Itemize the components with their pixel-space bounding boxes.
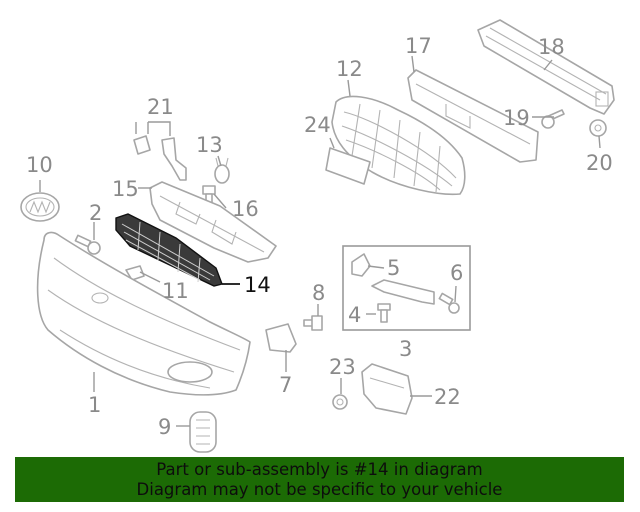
callout-21: 21	[147, 95, 174, 119]
banner-line-1: Part or sub-assembly is #14 in diagram	[156, 460, 483, 479]
part-13-clip[interactable]	[214, 157, 230, 184]
part-22-radar-sensor[interactable]	[361, 363, 413, 415]
callout-17: 17	[405, 34, 432, 58]
callout-labels: 18 17 12 24 19 20 21 13 16 10 2 15 14 11…	[26, 34, 613, 439]
callout-12: 12	[336, 57, 363, 81]
part-19-bolt[interactable]	[541, 109, 565, 129]
callout-7: 7	[279, 373, 292, 397]
callout-6: 6	[450, 261, 463, 285]
info-banner: Part or sub-assembly is #14 in diagram D…	[15, 457, 624, 502]
callout-18: 18	[538, 35, 565, 59]
part-17-energy-absorber[interactable]	[407, 69, 539, 163]
leader-lines	[39, 55, 601, 427]
callout-10: 10	[26, 153, 53, 177]
callout-22: 22	[434, 385, 461, 409]
callout-11: 11	[162, 279, 189, 303]
part-10-emblem[interactable]	[20, 192, 60, 222]
callout-8: 8	[312, 281, 325, 305]
part-3-mounting-bracket[interactable]	[371, 279, 435, 305]
part-23-nut[interactable]	[332, 394, 348, 410]
part-21-bracket[interactable]	[133, 135, 187, 181]
part-4-bolt[interactable]	[377, 303, 391, 323]
part-1-bumper-cover[interactable]	[36, 231, 251, 396]
part-20-nut[interactable]	[589, 119, 607, 137]
callout-16: 16	[232, 197, 259, 221]
part-7-bracket[interactable]	[265, 323, 297, 353]
callout-13: 13	[196, 133, 223, 157]
callout-5: 5	[387, 256, 400, 280]
callout-19: 19	[503, 106, 530, 130]
callout-20: 20	[586, 151, 613, 175]
parts-diagram: 18 17 12 24 19 20 21 13 16 10 2 15 14 11…	[20, 19, 615, 453]
part-6-bolt[interactable]	[438, 292, 460, 314]
part-14-lower-grille[interactable]	[115, 213, 223, 287]
part-11-clip[interactable]	[125, 265, 145, 281]
callout-1: 1	[88, 393, 101, 417]
part-5-bracket[interactable]	[351, 253, 371, 277]
banner-line-2: Diagram may not be specific to your vehi…	[136, 480, 503, 499]
callout-9: 9	[158, 415, 171, 439]
part-2-bolt[interactable]	[74, 234, 101, 255]
callout-4: 4	[348, 303, 361, 327]
part-24-plate[interactable]	[325, 147, 371, 185]
callout-15: 15	[112, 177, 139, 201]
part-15-upper-bracket[interactable]	[149, 181, 277, 263]
part-9-reflector[interactable]	[189, 411, 217, 453]
part-3-assembly-box	[342, 245, 471, 331]
callout-3: 3	[399, 337, 412, 361]
callout-23: 23	[329, 355, 356, 379]
part-8-bolt[interactable]	[303, 315, 323, 331]
callout-2: 2	[89, 201, 102, 225]
callout-24: 24	[304, 113, 331, 137]
callout-14: 14	[244, 273, 271, 297]
